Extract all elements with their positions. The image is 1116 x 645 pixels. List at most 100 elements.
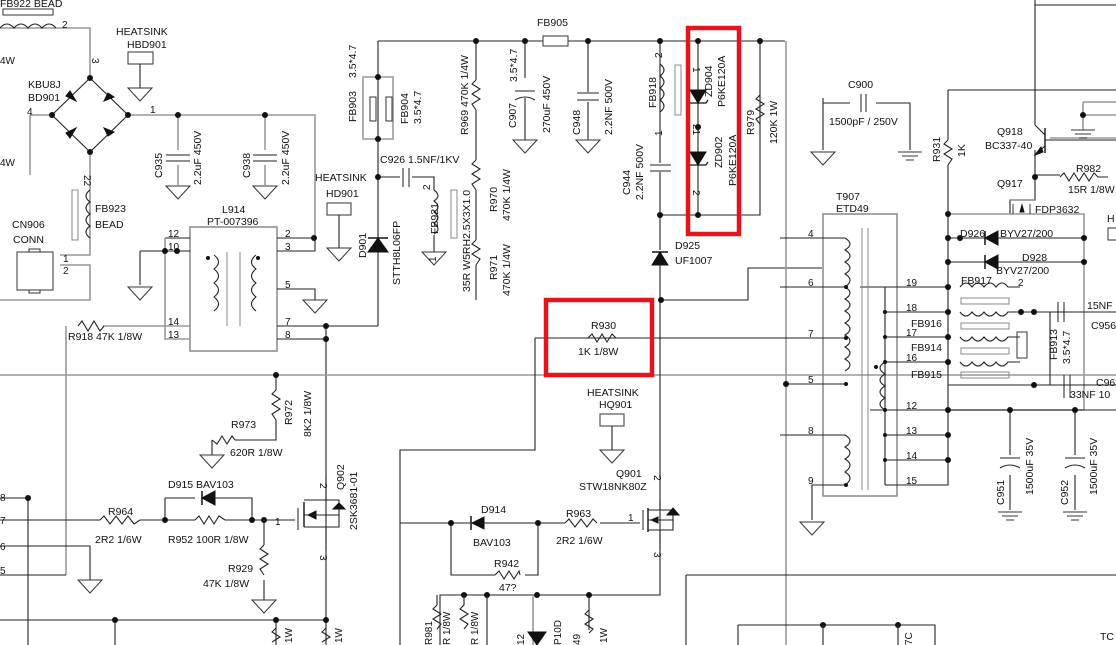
r970-ref: R970 xyxy=(488,187,500,212)
d926-part: BYV27/200 xyxy=(1000,228,1053,240)
resistor-r964 xyxy=(99,515,141,525)
resistor-r952 xyxy=(194,514,226,526)
ground-icon xyxy=(599,449,625,464)
c907-value: 270uF 450V xyxy=(541,76,553,133)
resistor-r972 xyxy=(270,389,282,421)
fb921-bead xyxy=(433,189,458,239)
pin-label: 1 xyxy=(150,105,156,116)
pin-label: 22 xyxy=(81,175,92,187)
zd902-ref: ZD902 xyxy=(713,136,725,168)
highlight-box-r930 xyxy=(543,297,655,378)
d901-ref: D901 xyxy=(357,233,369,258)
fb918-bead xyxy=(657,38,682,116)
r964-value: 2R2 1/6W xyxy=(95,534,142,546)
r942-ref: R942 xyxy=(494,558,519,570)
q901-part: STW18NK80Z xyxy=(579,481,647,493)
ground-icon xyxy=(575,139,601,154)
d925-ref: D925 xyxy=(675,240,700,252)
partial-label: 49 xyxy=(572,633,583,645)
r972-value: 8K2 1/8W xyxy=(302,391,314,437)
connector-cn906 xyxy=(16,251,54,291)
r972-ref: R972 xyxy=(283,400,295,425)
ground-icon xyxy=(199,454,225,469)
r963-value: 2R2 1/6W xyxy=(556,535,603,547)
pin-label: 7 xyxy=(285,317,291,328)
pin-label: 4 xyxy=(27,107,33,118)
pin-label: 17 xyxy=(906,328,918,339)
r952-label: R952 100R 1/8W xyxy=(168,534,249,546)
r929-ref: R929 xyxy=(228,563,253,575)
capacitor-c944 xyxy=(650,164,671,172)
pin-label: 2 xyxy=(62,20,68,31)
c952-value: 1500uF 35V xyxy=(1088,438,1100,495)
pin-label: 1 xyxy=(428,256,439,262)
diode-d914 xyxy=(470,516,485,530)
ground-icon xyxy=(165,185,191,200)
earth-ground-icon xyxy=(1062,511,1088,521)
fb905-label: FB905 xyxy=(537,17,568,29)
fb903-value: 3.5*4.7 xyxy=(347,45,359,78)
t907-ref: T907 xyxy=(836,191,860,203)
partial-label: H xyxy=(1107,213,1115,225)
ground-icon xyxy=(512,139,538,154)
earth-ground-icon xyxy=(897,151,923,161)
pin-label: 9 xyxy=(808,476,814,487)
ground-icon xyxy=(77,579,103,594)
c956-value: 15NF xyxy=(1087,300,1113,312)
q917-ref: Q917 xyxy=(997,178,1023,190)
diode-d926 xyxy=(957,230,999,246)
fb904-value: 3.5*4.7 xyxy=(412,91,424,124)
fb915-ref: FB915 xyxy=(911,369,942,381)
mosfet-q917 xyxy=(1010,174,1038,214)
capacitor-c935 xyxy=(166,112,190,162)
c948-ref: C948 xyxy=(571,110,583,135)
ground-icon xyxy=(810,151,836,166)
capacitor-c948 xyxy=(577,92,599,101)
partial-label: 1W xyxy=(599,627,610,643)
pin-label: 21 xyxy=(690,124,701,136)
d926-ref: D926 xyxy=(960,228,985,240)
highlight-box-zener xyxy=(685,25,742,237)
c907-size: 3.5*4.7 xyxy=(508,49,520,82)
pin-label: 2 xyxy=(651,475,662,481)
d925-part: UF1007 xyxy=(675,255,713,267)
partial-label: 4W xyxy=(0,158,16,169)
partial-label: 4W xyxy=(0,56,16,67)
r971-value: 470K 1/4W xyxy=(501,244,513,296)
fb914-ref: FB914 xyxy=(911,342,942,354)
ground-icon xyxy=(251,599,277,614)
c938-ref: C938 xyxy=(241,153,253,178)
r973-ref: R973 xyxy=(231,419,256,431)
transformer-t907 xyxy=(843,228,951,490)
fb922-label: FB922 BEAD xyxy=(0,0,63,10)
fb922-bead xyxy=(0,8,57,29)
pin-label: 12 xyxy=(168,229,180,240)
r918-label: R918 47K 1/8W xyxy=(68,331,142,343)
r969-label: R969 470K 1/4W xyxy=(459,55,471,135)
diode-partial xyxy=(527,631,547,645)
pin-label: 2 xyxy=(285,229,291,240)
pin-label: 1 xyxy=(690,67,701,73)
fb916-ref: FB916 xyxy=(911,318,942,330)
zener-zd902 xyxy=(687,151,709,218)
c951-value: 1500uF 35V xyxy=(1024,438,1036,495)
pin-label: 1 xyxy=(654,130,665,136)
fb918-ref: FB918 xyxy=(647,77,659,108)
ground-icon xyxy=(326,247,352,262)
ground-icon xyxy=(252,185,278,200)
q918-part: BC337-40 xyxy=(985,140,1032,152)
pin-label: 4 xyxy=(808,229,814,240)
pin-label: 13 xyxy=(906,426,918,437)
fb923-ref: FB923 xyxy=(95,203,126,215)
pin-label: 16 xyxy=(906,353,918,364)
fb904-ref: FB904 xyxy=(399,93,411,124)
q901-ref: Q901 xyxy=(616,468,642,480)
pin-label: 19 xyxy=(906,278,918,289)
pin-label: 2 xyxy=(317,483,328,489)
resistor-r971 xyxy=(470,239,482,266)
heatsink-hbd901 xyxy=(127,51,154,65)
r929-value: 47K 1/8W xyxy=(203,578,249,590)
pin-label: 7 xyxy=(0,516,6,527)
c926-label: C926 1.5NF/1KV xyxy=(380,154,459,166)
diode-d915 xyxy=(200,490,216,506)
